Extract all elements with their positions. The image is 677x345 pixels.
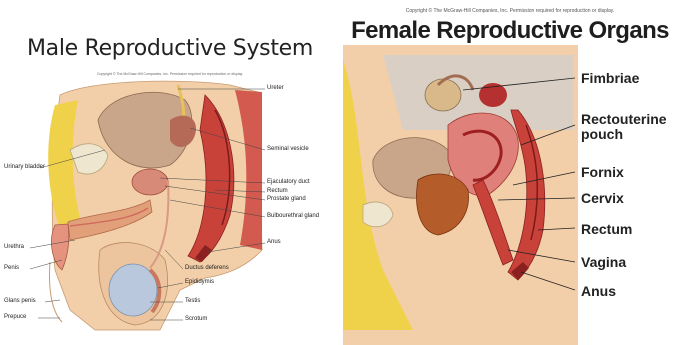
label-urethra: Urethra [4,244,24,250]
label-ureter: Ureter [267,85,284,91]
label-fornix: Fornix [581,165,624,179]
label-penis: Penis [4,265,19,271]
label-anus-female: Anus [581,284,616,298]
label-prostate-gland: Prostate gland [267,196,306,202]
label-ejaculatory-duct: Ejaculatory duct [267,179,310,185]
label-rectum-female: Rectum [581,222,632,236]
label-anus-male: Anus [267,239,281,245]
label-rectouterine-line1: Rectouterine [581,112,667,126]
label-epididymis: Epididymis [185,279,214,285]
label-seminal-vesicle: Seminal vesicle [267,146,309,152]
label-rectum-male: Rectum [267,188,288,194]
label-bulbourethral-gland: Bulbourethral gland [267,213,319,219]
label-ductus-deferens: Ductus deferens [185,265,229,271]
label-prepuce: Prepuce [4,314,26,320]
label-testis: Testis [185,298,200,304]
female-panel: Copyright © The McGraw-Hill Companies, I… [343,0,677,345]
male-anatomy-illustration [0,0,340,345]
label-vagina: Vagina [581,255,626,269]
label-urinary-bladder: Urinary bladder [4,164,45,170]
male-panel: Male Reproductive System Copyright © The… [0,0,340,345]
label-cervix: Cervix [581,191,624,205]
label-glans-penis: Glans penis [4,298,36,304]
label-fimbriae: Fimbriae [581,71,639,85]
label-scrotum: Scrotum [185,316,207,322]
female-anatomy-illustration [343,0,677,345]
label-rectouterine-line2: pouch [581,127,623,141]
